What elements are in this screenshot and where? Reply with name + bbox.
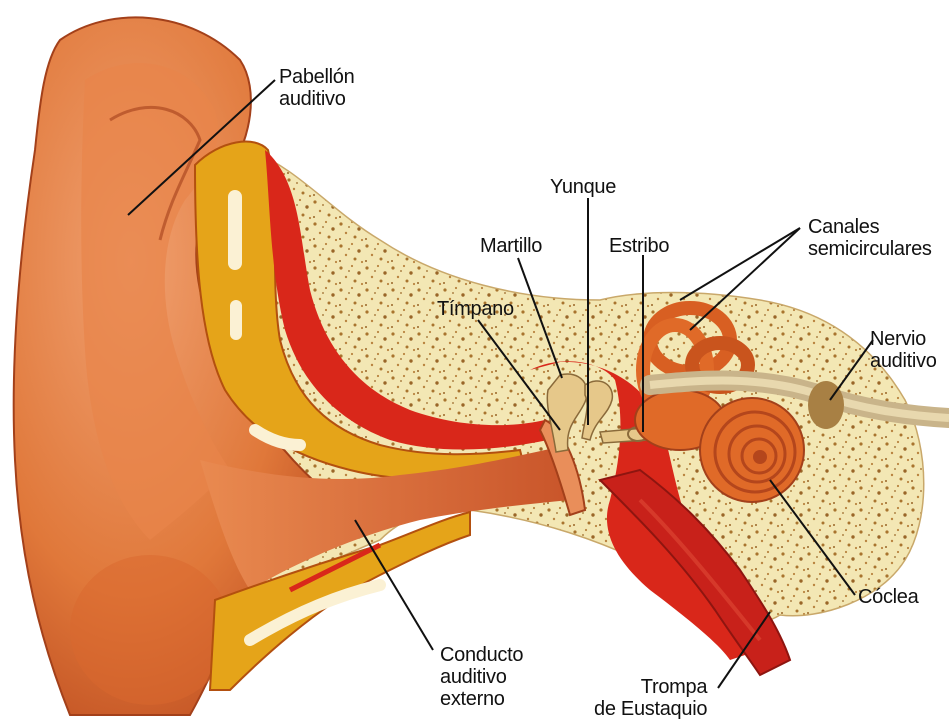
- label-yunque-line1: Yunque: [550, 176, 616, 198]
- label-estribo: Estribo: [609, 235, 669, 257]
- label-yunque: Yunque: [550, 176, 616, 198]
- label-martillo: Martillo: [480, 235, 542, 257]
- label-nervio: Nervio auditivo: [870, 328, 937, 372]
- label-canales-line1: Canales: [808, 216, 932, 238]
- label-canales: Canales semicirculares: [808, 216, 932, 260]
- label-timpano-line1: Tímpano: [437, 298, 514, 320]
- label-pabellon-line2: auditivo: [279, 88, 354, 110]
- label-conducto-line2: auditivo: [440, 666, 523, 688]
- label-nervio-line2: auditivo: [870, 350, 937, 372]
- label-conducto-line3: externo: [440, 688, 523, 710]
- cochlea: [700, 398, 804, 502]
- label-trompa-line1: Trompa: [594, 676, 707, 698]
- label-estribo-line1: Estribo: [609, 235, 669, 257]
- label-timpano: Tímpano: [437, 298, 514, 320]
- label-canales-line2: semicirculares: [808, 238, 932, 260]
- label-martillo-line1: Martillo: [480, 235, 542, 257]
- label-coclea-line1: Cóclea: [858, 586, 918, 608]
- label-pabellon: Pabellón auditivo: [279, 66, 354, 110]
- label-conducto-line1: Conducto: [440, 644, 523, 666]
- label-coclea: Cóclea: [858, 586, 918, 608]
- label-pabellon-line1: Pabellón: [279, 66, 354, 88]
- label-trompa: Trompa de Eustaquio: [594, 676, 707, 720]
- label-conducto: Conducto auditivo externo: [440, 644, 523, 710]
- label-trompa-line2: de Eustaquio: [594, 698, 707, 720]
- label-nervio-line1: Nervio: [870, 328, 937, 350]
